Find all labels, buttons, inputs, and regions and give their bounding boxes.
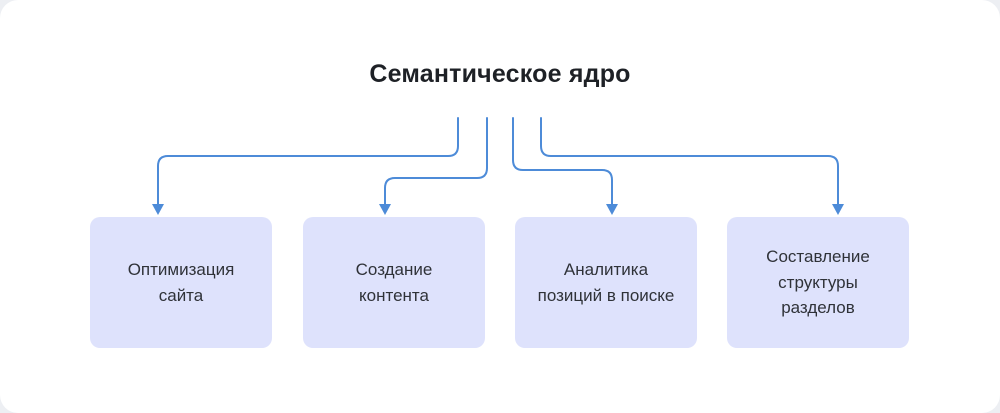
node-search-position-analytics: Аналитика позиций в поиске	[515, 217, 697, 348]
node-section-structure: Составление структуры разделов	[727, 217, 909, 348]
diagram-title: Семантическое ядро	[369, 60, 631, 88]
node-site-optimization: Оптимизация сайта	[90, 217, 272, 348]
node-content-creation: Создание контента	[303, 217, 485, 348]
